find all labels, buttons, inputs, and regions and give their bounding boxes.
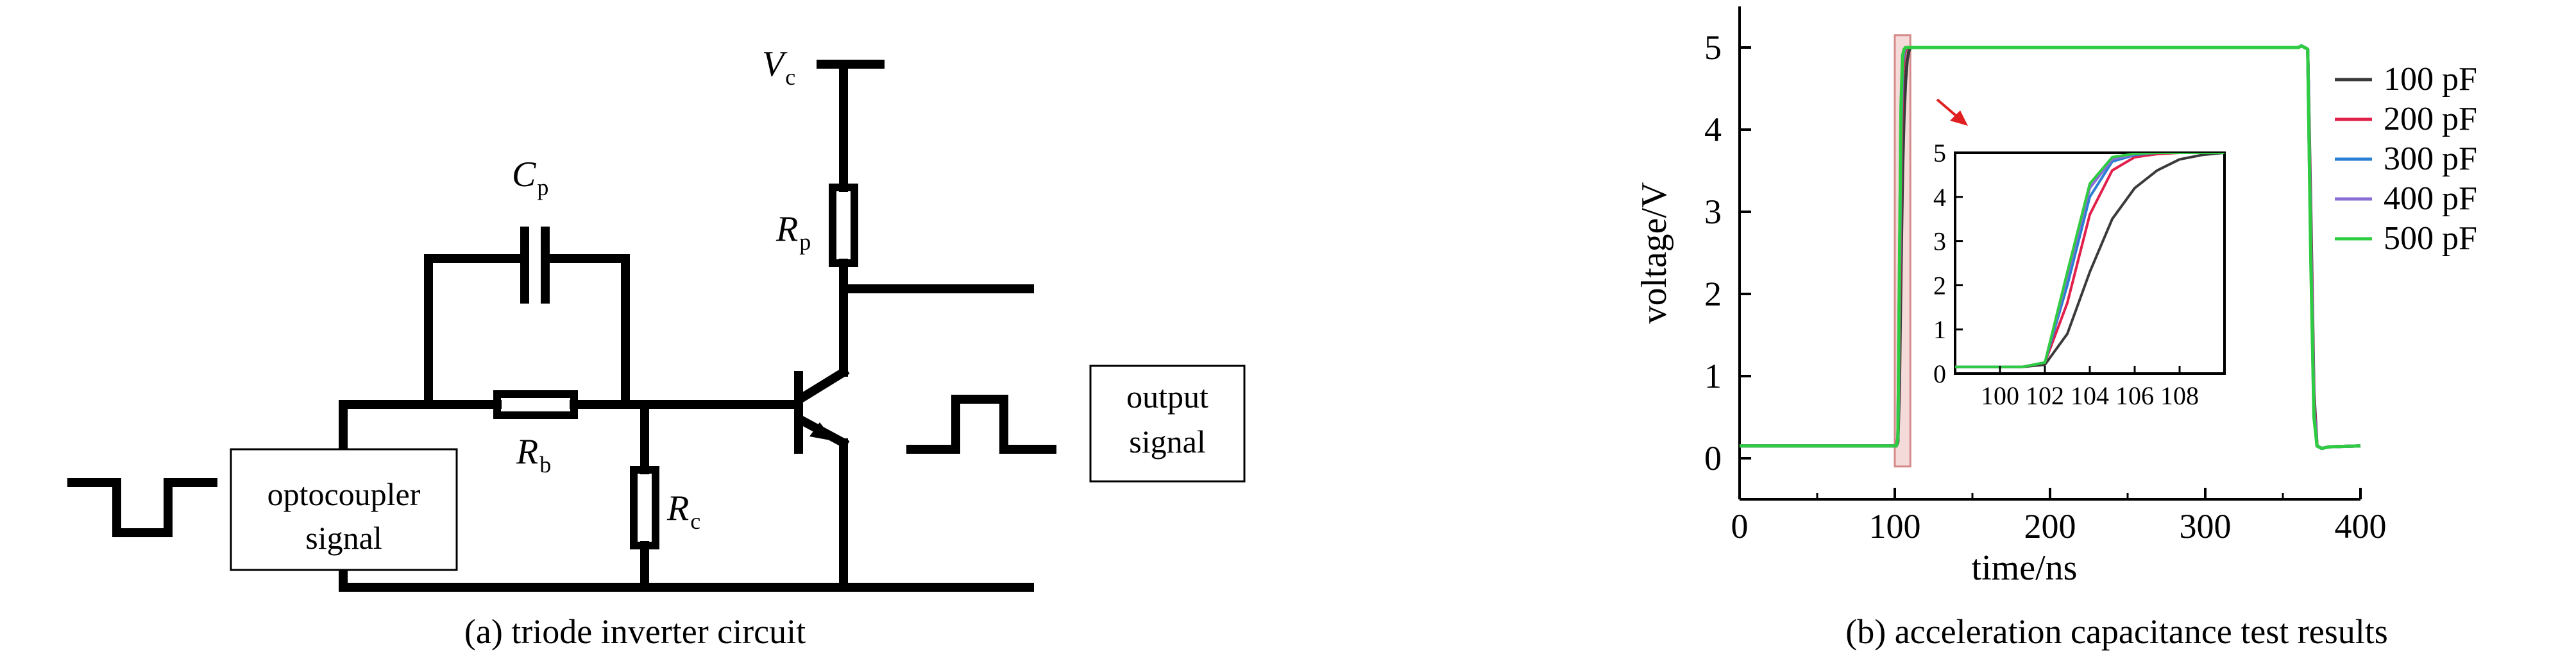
inset-series-line-300-pF: [1955, 153, 2224, 368]
inset-y-tick-label: 2: [1933, 271, 1946, 300]
resistor-rp: [829, 184, 858, 267]
chart-caption: (b) acceleration capacitance test result…: [1845, 612, 2388, 651]
inset-series-group: [1955, 153, 2224, 368]
rc-label: Rc: [666, 488, 700, 534]
optocoupler-label-line1: optocoupler: [267, 476, 421, 512]
wire-capacitor-loop-right: [541, 254, 630, 409]
cp-label: Cp: [512, 155, 548, 200]
inset-x-tick-label: 102: [2026, 381, 2064, 410]
rb-label: Rb: [516, 432, 551, 478]
output-box: [1089, 365, 1246, 483]
input-pulse-waveform: [67, 478, 217, 537]
output-label-line1: output: [1126, 379, 1208, 415]
inset-series-line-100-pF: [1955, 153, 2224, 368]
x-tick-label: 100: [1869, 507, 1921, 546]
optocoupler-box: [230, 448, 458, 571]
series-line-500-pF: [1740, 44, 2361, 451]
vc-label: Vc: [762, 44, 795, 90]
inset-x-tick-label: 106: [2115, 381, 2154, 410]
transistor-emitter-arrow-icon: [809, 422, 834, 441]
output-label-line2: signal: [1129, 424, 1205, 460]
y-tick-label: 4: [1704, 110, 1722, 149]
legend-label: 200 pF: [2384, 101, 2477, 137]
x-tick-label: 400: [2335, 507, 2387, 546]
legend-label: 100 pF: [2384, 61, 2477, 98]
inset-series-line-500-pF: [1955, 153, 2224, 368]
resistor-rb: [493, 390, 578, 419]
inset-y-tick-label: 4: [1933, 183, 1946, 212]
inset-y-tick-label: 5: [1933, 139, 1946, 168]
y-tick-label: 5: [1704, 28, 1722, 67]
inset-y-tick-label: 0: [1933, 359, 1946, 388]
inset-x-tick-label: 108: [2160, 381, 2199, 410]
x-tick-label: 200: [2024, 507, 2076, 546]
output-pulse-waveform: [906, 395, 1056, 454]
legend-label: 400 pF: [2384, 180, 2477, 217]
triode-inverter-circuit: [67, 60, 1056, 592]
inset-pointer-arrow-head-icon: [1950, 110, 1968, 126]
inset-y-tick-label: 1: [1933, 315, 1946, 344]
legend-label: 500 pF: [2384, 220, 2477, 257]
inset-x-tick-label: 100: [1981, 381, 2019, 410]
x-tick-label: 300: [2180, 507, 2232, 546]
y-tick-label: 3: [1704, 193, 1722, 231]
y-tick-label: 2: [1704, 275, 1722, 313]
inset-series-line-200-pF: [1955, 153, 2224, 368]
y-axis-label: voltage/V: [1634, 182, 1674, 324]
wire-capacitor-loop: [424, 254, 529, 409]
rp-label: Rp: [775, 209, 811, 255]
transistor-collector: [795, 366, 850, 404]
circuit-caption: (a) triode inverter circuit: [464, 612, 806, 651]
y-tick-label: 1: [1704, 357, 1722, 395]
legend-label: 300 pF: [2384, 141, 2477, 177]
y-tick-label: 0: [1704, 439, 1722, 478]
resistor-rc: [630, 466, 659, 549]
optocoupler-label-line2: signal: [305, 520, 382, 556]
x-axis-label: time/ns: [1972, 548, 2078, 588]
inset-y-tick-label: 3: [1933, 227, 1946, 256]
inset-x-tick-label: 104: [2071, 381, 2109, 410]
x-tick-label: 0: [1731, 507, 1749, 546]
